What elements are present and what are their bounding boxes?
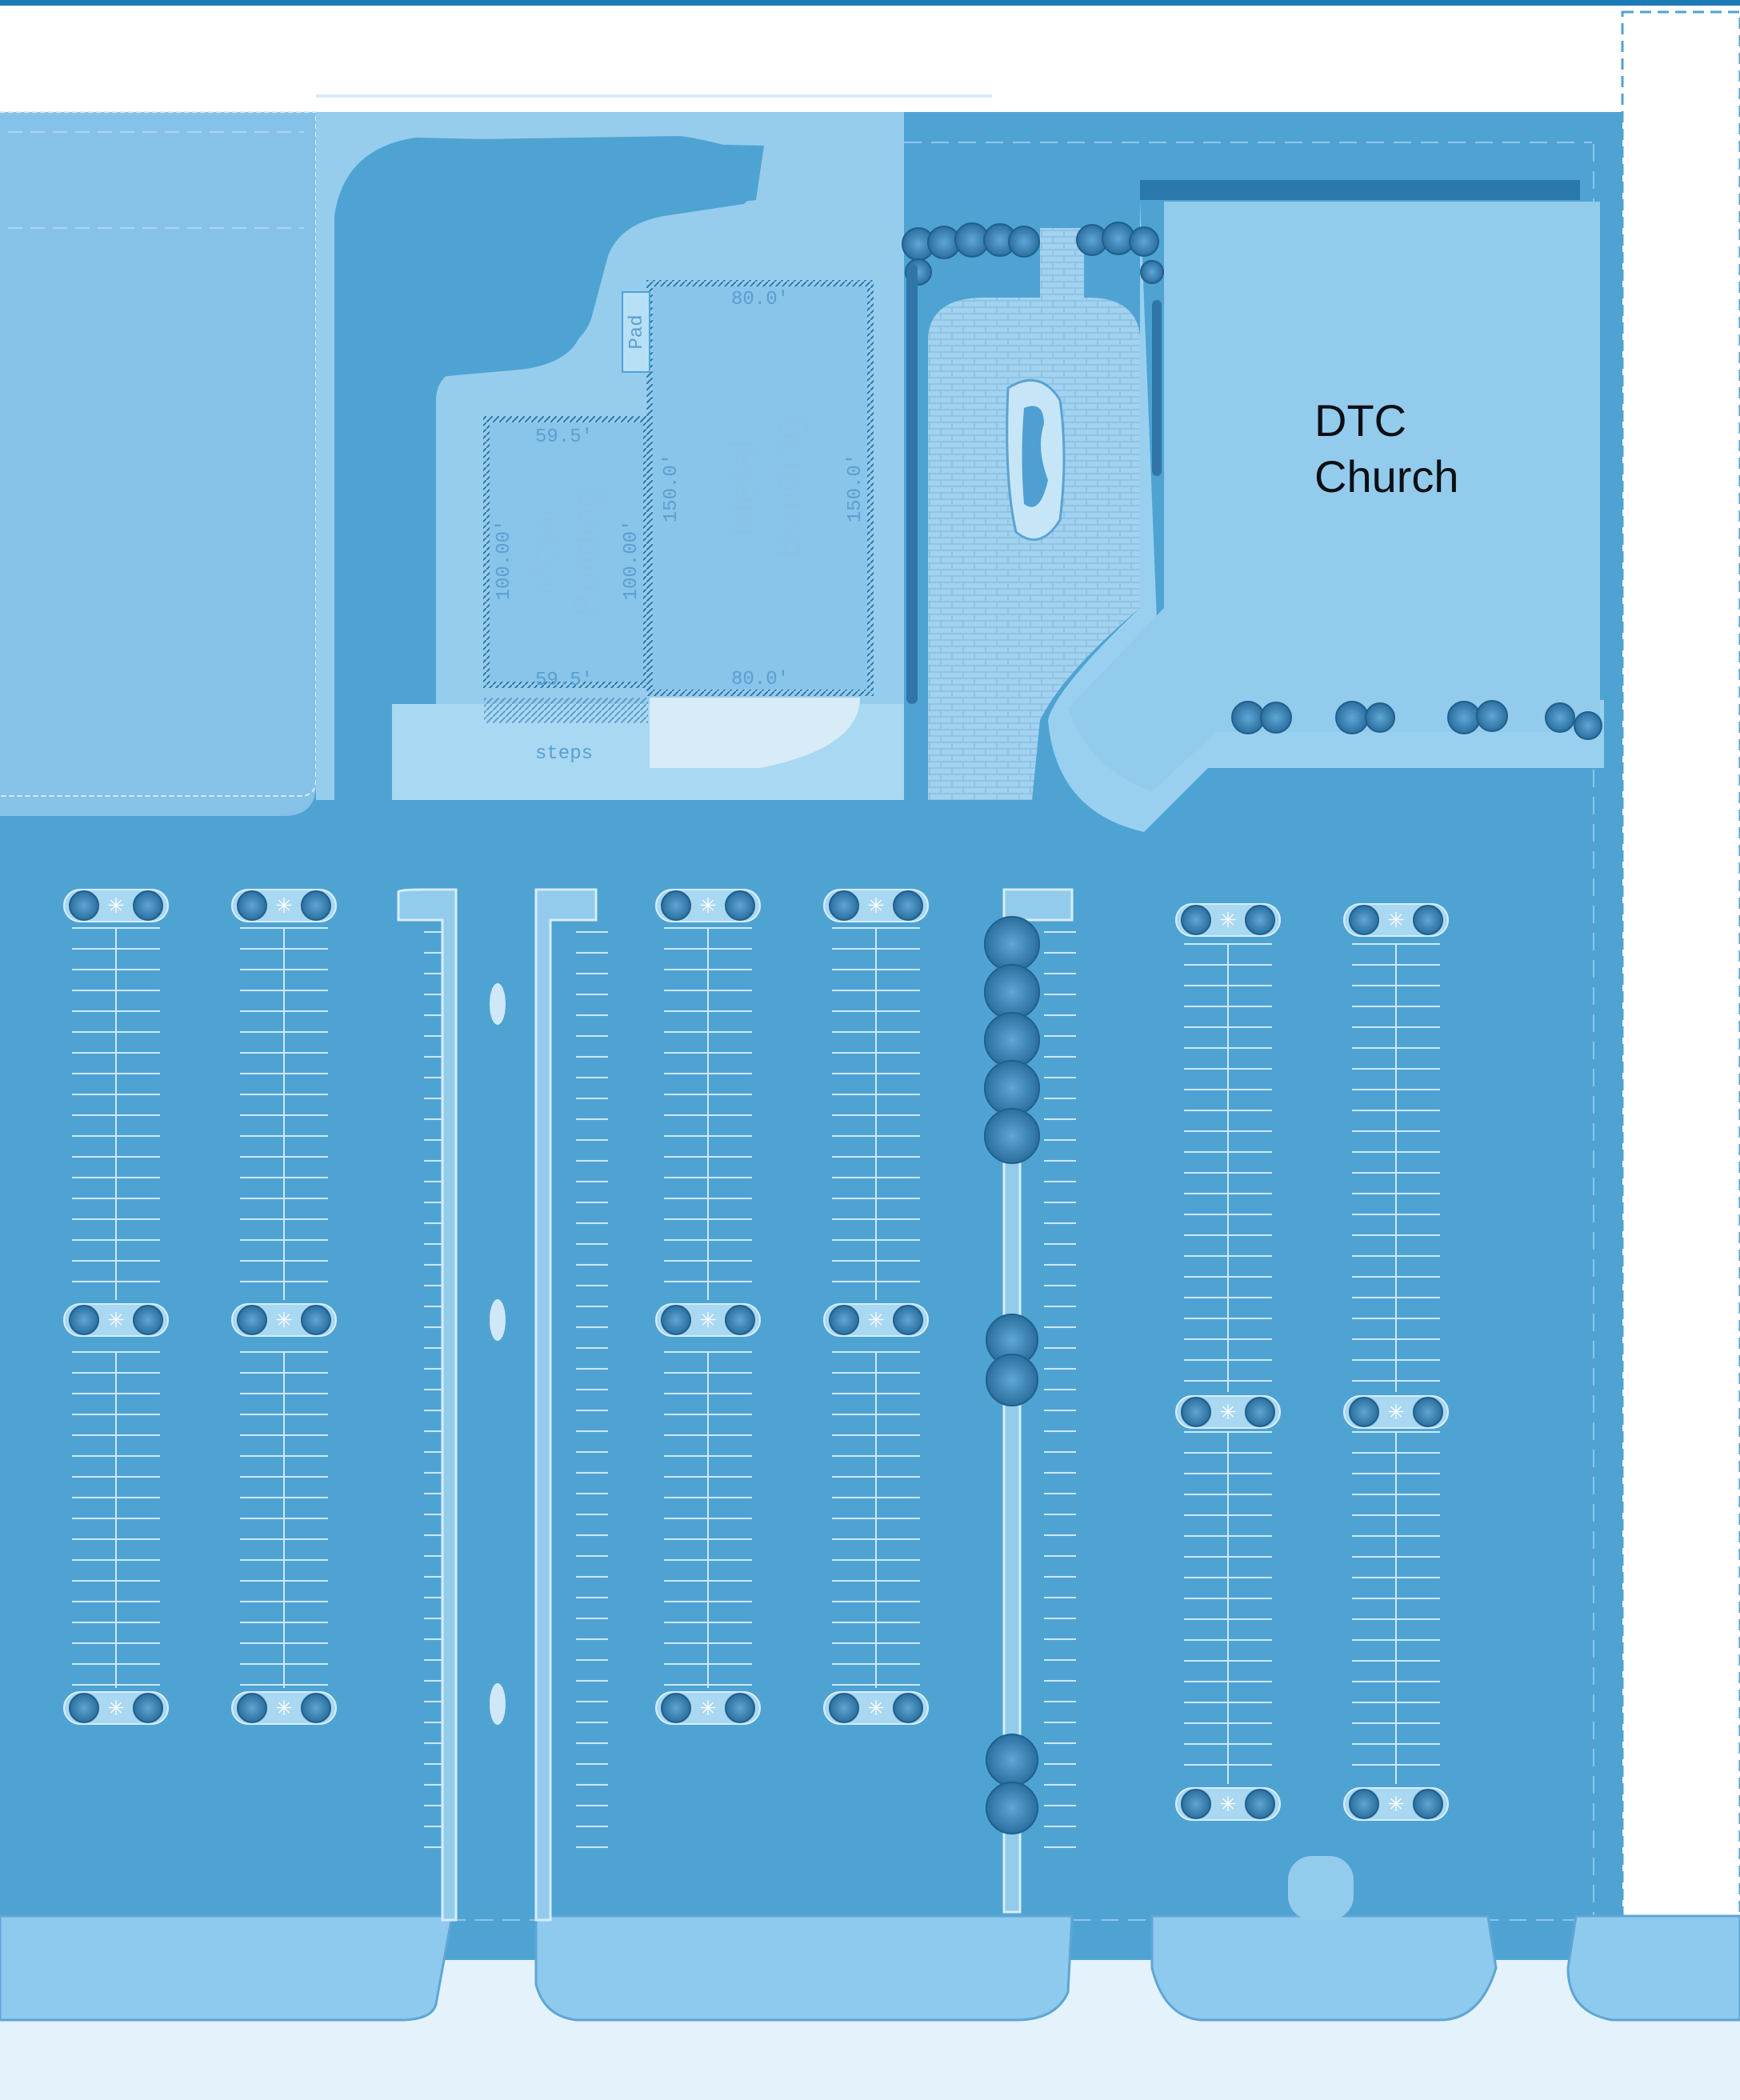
metal-building-right [653, 286, 867, 690]
island-tree [237, 1693, 267, 1723]
island-tree [301, 890, 331, 921]
church-angled-wing [1068, 608, 1600, 792]
island-tree [661, 1305, 691, 1335]
dim-right-top: 80.0' [731, 289, 789, 310]
dim-left-bottom: 59.5' [535, 670, 593, 691]
parking-rows: ✳ ✳ ✳ ✳ ✳ ✳ ✳ ✳ ✳ ✳ ✳ ✳ ✳ ✳ ✳ ✳ ✳ ✳ [63, 889, 1449, 1848]
light-pole-icon: ✳ [275, 1697, 293, 1721]
metal-building-left [490, 422, 643, 682]
island-tree [1245, 1397, 1275, 1427]
fountain-pool [1022, 406, 1048, 507]
island-tree [661, 890, 691, 921]
light-pole-icon: ✳ [1387, 1401, 1405, 1425]
island-tree [1181, 905, 1211, 935]
church-roof-shadow [1140, 180, 1580, 200]
church-building [1164, 202, 1600, 702]
metal-building-left-label: Metal [522, 507, 564, 597]
island-tree [69, 1693, 99, 1723]
island-tree [69, 890, 99, 921]
hedge-row [906, 264, 1162, 704]
building-apron [650, 698, 860, 768]
island-tree [1245, 1789, 1275, 1819]
island-tree [661, 1693, 691, 1723]
island-tree [725, 1693, 755, 1723]
island-tree [893, 1305, 923, 1335]
island-tree [237, 1305, 267, 1335]
drive-marker [490, 1299, 506, 1341]
island-tree [893, 890, 923, 921]
light-pole-icon: ✳ [699, 894, 717, 918]
light-pole-icon: ✳ [867, 1309, 885, 1333]
dim-right-bottom: 80.0' [731, 669, 789, 690]
steps-label: steps [535, 743, 593, 765]
island-tree [133, 890, 163, 921]
island-tree [1181, 1789, 1211, 1819]
island-tree [1245, 905, 1275, 935]
light-pole-icon: ✳ [1387, 909, 1405, 933]
island-tree [301, 1693, 331, 1723]
island-tree [829, 1305, 859, 1335]
dim-right-side: 150.0' [661, 454, 682, 522]
island-tree [133, 1693, 163, 1723]
island-tree [725, 890, 755, 921]
dim-left-side2: 100.00' [621, 520, 642, 601]
light-pole-icon: ✳ [275, 1309, 293, 1333]
left-field [0, 112, 316, 816]
pad [622, 291, 650, 373]
drive-marker [490, 983, 506, 1025]
island-tree [1413, 1397, 1443, 1427]
church-label: DTC [1314, 395, 1406, 446]
island-tree [1413, 1789, 1443, 1819]
island-tree [725, 1305, 755, 1335]
light-pole-icon: ✳ [867, 894, 885, 918]
drive-aisle [334, 138, 764, 808]
metal-building-right-label: Metal [720, 439, 765, 537]
light-pole-icon: ✳ [867, 1697, 885, 1721]
lot-boundary [1621, 10, 1740, 1958]
island-tree [1349, 905, 1379, 935]
light-pole-icon: ✳ [107, 1309, 125, 1333]
entrance-islands [0, 1914, 1740, 2022]
bottom-drive [1288, 1856, 1354, 1920]
metal-building-right-label: Building [764, 417, 809, 559]
island-tree [69, 1305, 99, 1335]
tree-group [902, 222, 1602, 740]
dim-left-side: 100.00' [494, 520, 515, 601]
island-tree [133, 1305, 163, 1335]
light-pole-icon: ✳ [1219, 1793, 1237, 1817]
island-tree [829, 890, 859, 921]
island-tree [301, 1305, 331, 1335]
median-trees [984, 916, 1040, 1834]
light-pole-icon: ✳ [699, 1697, 717, 1721]
drive-marker [490, 1683, 506, 1725]
island-tree [1413, 905, 1443, 935]
island-tree [1181, 1397, 1211, 1427]
island-tree [893, 1693, 923, 1723]
top-border [0, 0, 1740, 6]
dim-right-side2: 150.0' [845, 454, 866, 522]
metal-building-left-label: Building [565, 486, 606, 618]
light-pole-icon: ✳ [1219, 1401, 1237, 1425]
light-pole-icon: ✳ [107, 1697, 125, 1721]
island-tree [829, 1693, 859, 1723]
light-pole-icon: ✳ [1219, 909, 1237, 933]
island-tree [1349, 1789, 1379, 1819]
church-label: Church [1314, 451, 1459, 502]
light-pole-icon: ✳ [699, 1309, 717, 1333]
island-tree [1349, 1397, 1379, 1427]
pad-label: Pad [626, 314, 648, 349]
brick-courtyard [928, 298, 1140, 800]
light-pole-icon: ✳ [275, 894, 293, 918]
light-pole-icon: ✳ [107, 894, 125, 918]
light-pole-icon: ✳ [1387, 1793, 1405, 1817]
steps-grid [484, 698, 648, 723]
dim-left-top: 59.5' [535, 426, 593, 448]
island-tree [237, 890, 267, 921]
